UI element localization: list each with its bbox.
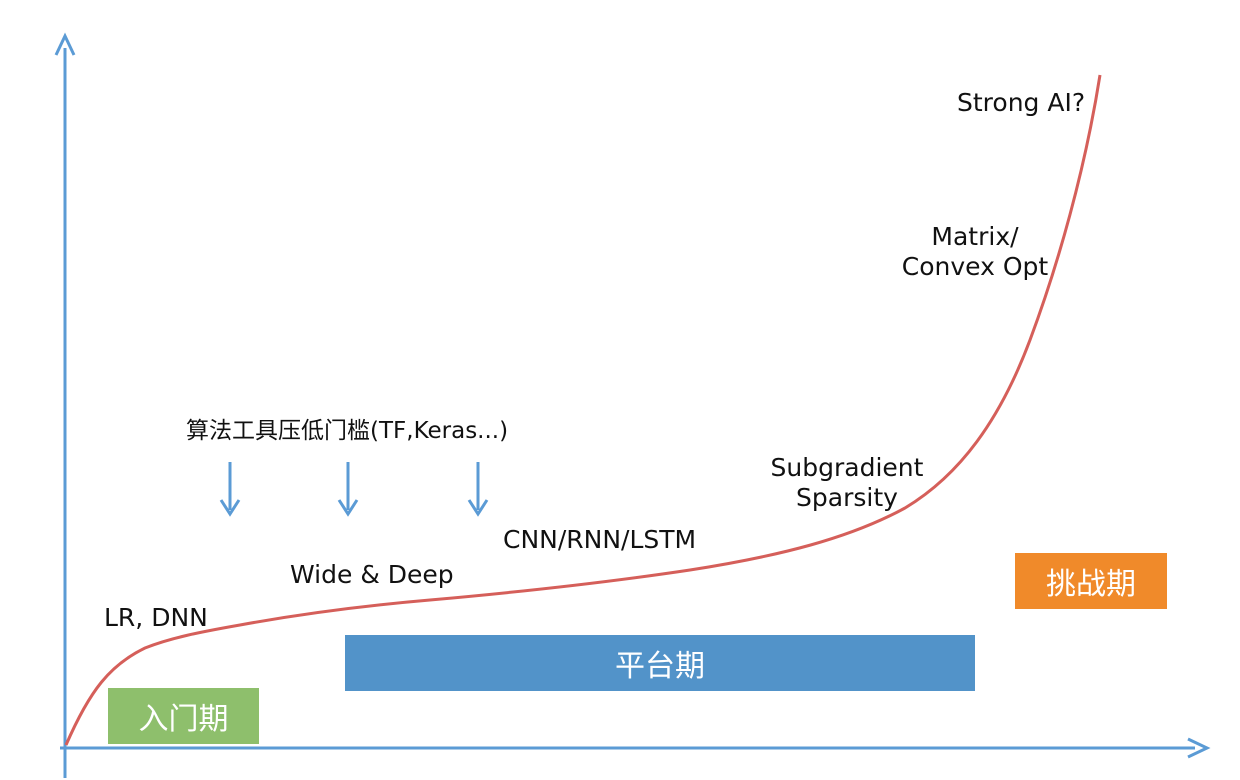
label-cnn-rnn-lstm: CNN/RNN/LSTM (503, 525, 697, 554)
label-wide-deep: Wide & Deep (290, 560, 454, 589)
label-subgradient-line2: Sparsity (796, 483, 898, 512)
label-matrix-convex: Matrix/ Convex Opt (885, 222, 1065, 282)
label-matrix-line1: Matrix/ (931, 222, 1019, 251)
phase-challenge-label: 挑战期 (1046, 567, 1136, 602)
phase-intro-label: 入门期 (138, 702, 229, 737)
label-strong-ai: Strong AI? (957, 88, 1086, 117)
phase-challenge-badge: 挑战期 (1015, 553, 1167, 609)
y-axis-arrowhead-icon (54, 32, 76, 56)
growth-curve (64, 74, 1102, 746)
x-axis-arrowhead-icon (1187, 737, 1211, 759)
label-subgradient-sparsity: Subgradient Sparsity (752, 453, 942, 513)
down-arrow-icon (337, 462, 359, 517)
down-arrow-icon (219, 462, 241, 517)
label-matrix-line2: Convex Opt (901, 252, 1049, 281)
phase-intro-badge: 入门期 (108, 688, 259, 744)
label-lr-dnn: LR, DNN (104, 603, 208, 632)
label-subgradient-line1: Subgradient (770, 453, 924, 482)
phase-platform-label: 平台期 (615, 649, 705, 684)
phase-platform-bar: 平台期 (345, 635, 975, 691)
down-arrow-icon (467, 462, 489, 517)
label-tools: 算法工具压低门槛(TF,Keras...) (186, 418, 509, 444)
